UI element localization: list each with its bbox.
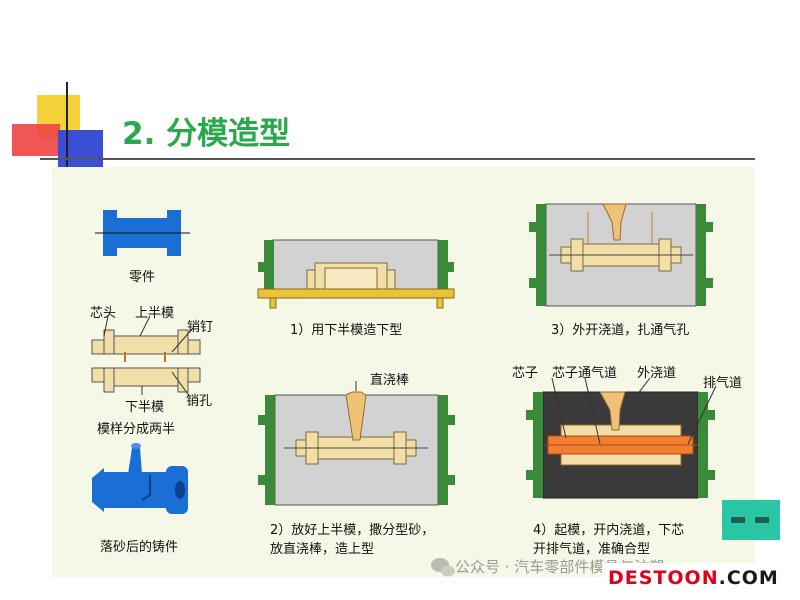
destoon-logo: DESTOON.COM: [602, 563, 792, 593]
step2-caption-line2: 放直浇棒，造上型: [270, 541, 374, 559]
core-label: 芯子: [512, 362, 538, 381]
runner-label: 外浇道: [637, 362, 676, 381]
step4-diagram: [526, 378, 716, 498]
step1-caption: 1）用下半模造下型: [290, 322, 402, 340]
teal-badge-icon: [722, 500, 780, 540]
step2-caption-line1: 2）放好上半模，撒分型砂，: [270, 522, 434, 540]
wechat-icon: [431, 558, 455, 577]
sprue-label: 直浇棒: [370, 369, 409, 388]
step3-caption: 3）外开浇道，扎通气孔: [551, 322, 689, 340]
step2-diagram: [258, 381, 455, 505]
exhaust-label: 排气道: [703, 372, 742, 391]
step1-diagram: [258, 240, 454, 308]
core-vent-label: 芯子通气道: [552, 362, 617, 381]
logo-part2: .COM: [719, 567, 779, 589]
step4-caption-line1: 4）起模，开内浇道，下芯: [533, 522, 684, 540]
logo-part1: DESTOON: [608, 567, 719, 589]
step3-diagram: [529, 204, 713, 306]
